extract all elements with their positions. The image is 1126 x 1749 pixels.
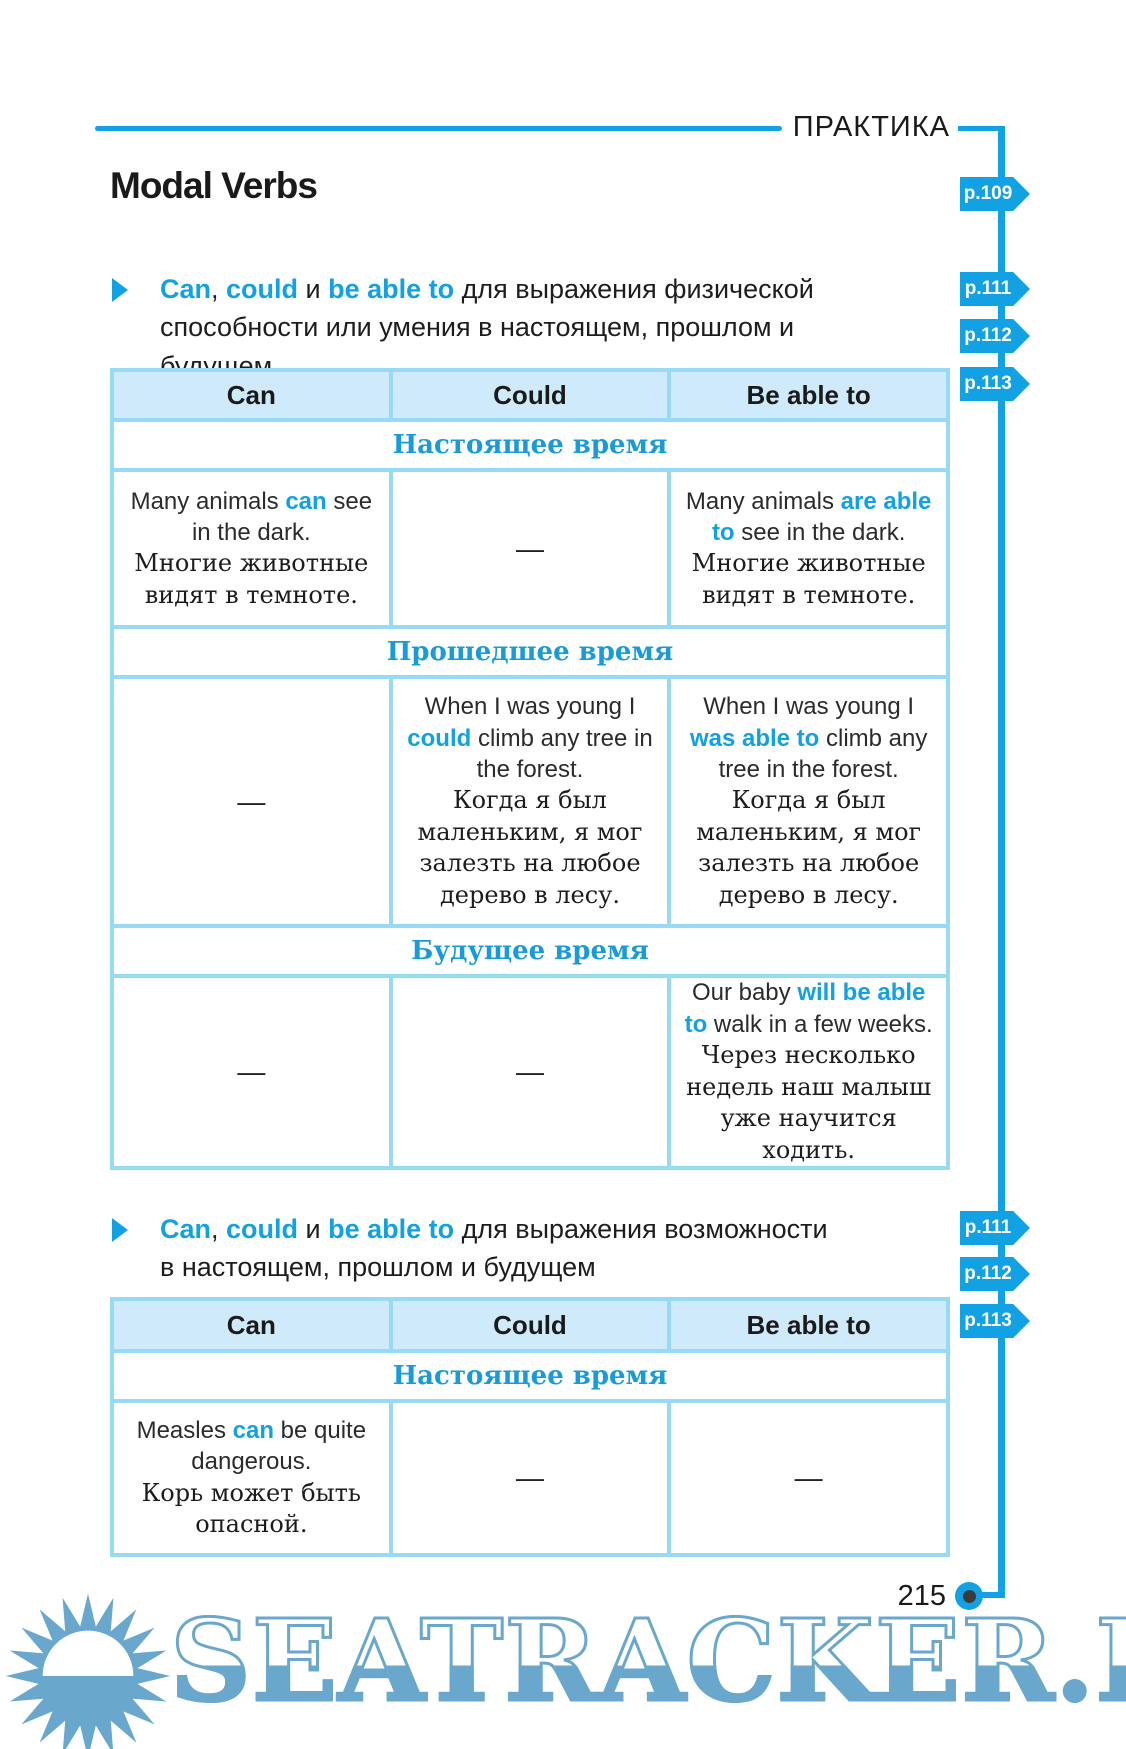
page-title: Modal Verbs — [110, 165, 318, 206]
example-ru: Когда я был маленьким, я мог залезть на … — [696, 785, 922, 909]
page-tag-p113-2: p.113 — [960, 1304, 1030, 1338]
example-ru: Многие животные видят в темноте. — [134, 549, 369, 609]
example-en: Many animals are able to see in the dark… — [685, 487, 932, 546]
column-header-could: Could — [392, 1301, 668, 1349]
example-en: Our baby will be able to walk in a few w… — [684, 979, 933, 1038]
example-en: Measles can be quite dangerous. — [136, 1417, 367, 1476]
cell-past-beable: When I was young I was able to climb any… — [671, 679, 946, 924]
section1-heading-line2: способности или умения в настоящем, прош… — [160, 312, 795, 381]
cell-past-could: When I was young I could climb any tree … — [392, 679, 668, 924]
section1-heading: Can, could и be able to для выражения фи… — [160, 270, 840, 385]
band-present: Настоящее время — [114, 422, 946, 468]
column-header-beableto: Be able to — [671, 1301, 946, 1349]
band-past: Прошедшее время — [114, 629, 946, 675]
watermark-text: SEATRACKER.RU — [168, 1604, 1126, 1719]
page-tag-p109: p.109 — [960, 177, 1030, 211]
cell-present-could-empty: — — [392, 472, 668, 625]
cell-future-can-empty: — — [114, 978, 389, 1166]
page-number: 215 — [897, 1580, 946, 1612]
column-header-could: Could — [392, 372, 668, 418]
page-tag-p112: p.112 — [960, 319, 1030, 353]
page-tag-p111: p.111 — [960, 272, 1030, 306]
sun-watermark-icon — [5, 1593, 171, 1749]
example-ru: Через несколько недель наш малыш уже нау… — [686, 1040, 932, 1164]
section2-heading: Can, could и be able to для выражения во… — [160, 1210, 840, 1287]
band-present: Настоящее время — [114, 1353, 946, 1399]
example-ru: Многие животные видят в темноте. — [691, 549, 926, 609]
example-en: Many animals can see in the dark. — [130, 487, 373, 546]
practice-label: ПРАКТИКА — [792, 111, 950, 143]
margin-line — [998, 126, 1005, 1594]
cell-present-can: Measles can be quite dangerous. Корь мож… — [114, 1403, 389, 1553]
cell-present-could-empty: — — [392, 1403, 668, 1553]
column-header-beableto: Be able to — [671, 372, 946, 418]
example-en: When I was young I could climb any tree … — [407, 693, 653, 783]
band-future: Будущее время — [114, 928, 946, 974]
cell-present-beable-empty: — — [671, 1403, 946, 1553]
cell-present-beable: Many animals are able to see in the dark… — [671, 472, 946, 625]
section2-heading-line1: Can, could и be able to для выражения во… — [160, 1214, 828, 1244]
ability-table: Can Could Be able to Настоящее время Man… — [110, 368, 950, 1170]
page-number-dot — [962, 1589, 976, 1603]
cell-present-can: Many animals can see in the dark. Многие… — [114, 472, 389, 625]
bullet-icon — [112, 278, 128, 302]
page-tag-p111-2: p.111 — [960, 1211, 1030, 1245]
page-number-bullet — [955, 1582, 983, 1610]
possibility-table: Can Could Be able to Настоящее время Mea… — [110, 1297, 950, 1557]
column-header-can: Can — [114, 372, 389, 418]
page-tag-p113: p.113 — [960, 367, 1030, 401]
example-ru: Корь может быть опасной. — [141, 1478, 361, 1539]
section2-heading-line2: в настоящем, прошлом и будущем — [160, 1252, 596, 1283]
margin-line-end — [972, 1592, 1005, 1598]
example-ru: Когда я был маленьким, я мог залезть на … — [417, 785, 643, 909]
example-en: When I was young I was able to climb any… — [689, 693, 928, 783]
cell-future-beable: Our baby will be able to walk in a few w… — [671, 978, 946, 1166]
corner-stub — [958, 126, 1005, 131]
cell-future-could-empty: — — [392, 978, 668, 1166]
top-rule — [95, 126, 782, 131]
section1-heading-line1: Can, could и be able to для выражения фи… — [160, 274, 814, 304]
bullet-icon — [112, 1218, 128, 1242]
column-header-can: Can — [114, 1301, 389, 1349]
page-tag-p112-2: p.112 — [960, 1257, 1030, 1291]
cell-past-can-empty: — — [114, 679, 389, 924]
